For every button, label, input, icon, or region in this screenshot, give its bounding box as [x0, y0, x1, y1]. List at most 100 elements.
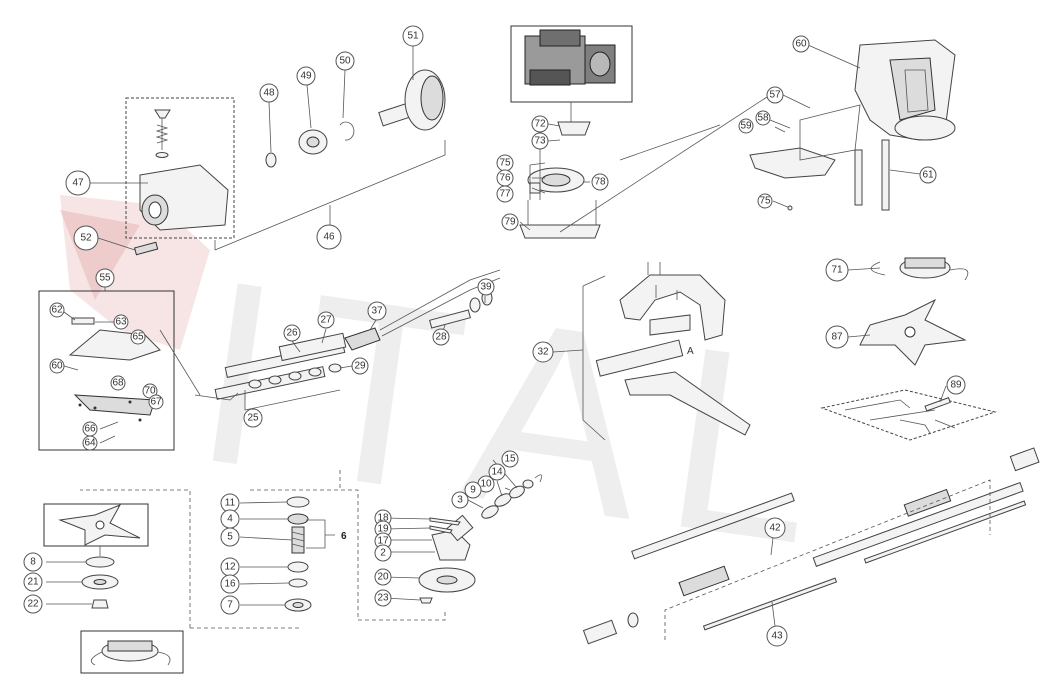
callout-48: 48	[259, 83, 279, 103]
rings	[248, 363, 342, 389]
svg-text:49: 49	[300, 71, 312, 82]
svg-text:60: 60	[51, 361, 63, 372]
svg-text:9: 9	[470, 485, 476, 496]
callout-61: 61	[919, 166, 937, 184]
callout-46: 46	[316, 224, 342, 250]
svg-text:47: 47	[72, 178, 84, 189]
callout-28: 28	[432, 328, 450, 346]
callout-55: 55	[95, 268, 115, 288]
svg-text:14: 14	[491, 467, 503, 478]
svg-text:68: 68	[112, 378, 124, 389]
callout-22: 22	[23, 594, 43, 614]
svg-text:61: 61	[922, 170, 934, 181]
svg-text:57: 57	[769, 90, 781, 101]
svg-text:78: 78	[594, 177, 606, 188]
callout-23: 23	[374, 589, 392, 607]
svg-text:23: 23	[377, 593, 389, 604]
group-32-handle	[552, 262, 751, 441]
svg-text:39: 39	[480, 282, 492, 293]
callout-37: 37	[367, 301, 387, 321]
svg-text:28: 28	[435, 332, 447, 343]
svg-text:75: 75	[499, 158, 511, 169]
svg-text:50: 50	[339, 56, 351, 67]
callout-3: 3	[451, 491, 469, 509]
callout-77: 77	[496, 185, 514, 203]
callout-26: 26	[283, 324, 301, 342]
callout-60b: 60	[49, 358, 65, 374]
svg-text:60: 60	[795, 39, 807, 50]
flex-shaft-43	[702, 577, 838, 631]
callout-14: 14	[488, 463, 506, 481]
svg-text:29: 29	[354, 361, 366, 372]
svg-text:11: 11	[225, 498, 236, 509]
callout-67: 67	[148, 394, 164, 410]
callout-2: 2	[374, 544, 392, 562]
svg-text:4: 4	[227, 514, 233, 525]
callout-49: 49	[296, 66, 316, 86]
callout-62: 62	[49, 302, 65, 318]
group-blade-assembly	[43, 503, 184, 674]
callout-20: 20	[374, 568, 392, 586]
callout-21: 21	[23, 572, 43, 592]
callout-87: 87	[825, 325, 849, 349]
callout-89: 89	[946, 375, 966, 395]
group-backpack-frame	[749, 39, 956, 211]
svg-text:20: 20	[377, 572, 389, 583]
group-heads-blades	[820, 257, 997, 441]
callout-78: 78	[591, 173, 609, 191]
svg-text:25: 25	[247, 413, 259, 424]
group-engine-mount	[510, 25, 771, 239]
callout-5: 5	[220, 527, 240, 547]
callout-9: 9	[464, 481, 482, 499]
callout-79: 79	[501, 213, 519, 231]
svg-text:55: 55	[99, 273, 111, 284]
callout-4: 4	[220, 509, 240, 529]
svg-text:32: 32	[537, 347, 549, 358]
svg-text:16: 16	[224, 579, 236, 590]
handle-loop	[619, 274, 726, 341]
callout-58: 58	[755, 110, 771, 126]
callout-50: 50	[335, 51, 355, 71]
callout-12: 12	[220, 557, 240, 577]
callout-43: 43	[766, 625, 788, 647]
svg-text:52: 52	[80, 233, 92, 244]
callout-42: 42	[764, 517, 786, 539]
callout-7: 7	[220, 595, 240, 615]
svg-text:37: 37	[371, 306, 383, 317]
svg-text:19: 19	[377, 524, 389, 535]
svg-text:70: 70	[144, 386, 156, 397]
svg-text:12: 12	[224, 562, 236, 573]
svg-text:21: 21	[27, 577, 39, 588]
callout-59: 59	[738, 118, 754, 134]
svg-text:27: 27	[320, 315, 332, 326]
svg-text:43: 43	[771, 631, 783, 642]
handle-grip	[624, 371, 751, 436]
callout-27: 27	[317, 311, 335, 329]
svg-text:2: 2	[380, 548, 386, 559]
svg-text:71: 71	[831, 265, 843, 276]
callout-47: 47	[65, 170, 91, 196]
callout-11: 11	[220, 493, 240, 513]
svg-text:51: 51	[407, 31, 419, 42]
group-46-gearhead-clamp	[90, 45, 446, 256]
callout-66: 66	[82, 421, 98, 437]
callout-75: 75	[496, 154, 514, 172]
callout-39: 39	[477, 278, 495, 296]
svg-text:62: 62	[51, 305, 63, 316]
svg-text:26: 26	[286, 328, 298, 339]
svg-text:3: 3	[457, 495, 463, 506]
svg-text:48: 48	[263, 88, 275, 99]
callout-75b: 75	[757, 193, 773, 209]
tube-42	[631, 492, 795, 560]
callout-10: 10	[477, 475, 495, 493]
svg-text:10: 10	[480, 479, 492, 490]
view-label-a: A	[687, 346, 694, 357]
callout-57: 57	[766, 86, 784, 104]
callout-51: 51	[402, 25, 424, 47]
svg-text:64: 64	[84, 438, 96, 449]
svg-text:75: 75	[759, 196, 771, 207]
svg-text:72: 72	[534, 119, 546, 130]
svg-text:5: 5	[227, 532, 233, 543]
callout-64: 64	[82, 435, 98, 451]
callout-15: 15	[501, 450, 519, 468]
